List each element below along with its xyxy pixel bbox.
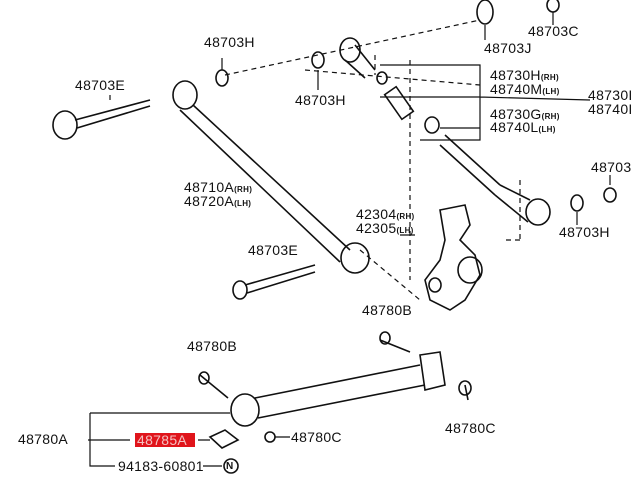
lh-suffix: (LH) xyxy=(538,125,556,134)
rh-suffix: (RH) xyxy=(541,112,560,121)
washer-48703h-b xyxy=(311,51,325,69)
lh-suffix: (LH) xyxy=(396,226,414,235)
label-48740l: 48740L(LH) xyxy=(490,120,556,137)
nut-48703c xyxy=(546,0,560,13)
label-48780b-a: 48780B xyxy=(362,302,413,318)
bolt-48703e-mid xyxy=(232,264,316,300)
n-mark: N xyxy=(226,461,234,472)
label-48703c: 48703C xyxy=(528,23,579,39)
lh-suffix: (LH) xyxy=(542,87,560,96)
leader-lines xyxy=(88,12,611,467)
label-48780c-b: 48780C xyxy=(445,420,496,436)
label-48703h-c: 48703H xyxy=(559,224,610,240)
n-mark-circle xyxy=(223,458,239,474)
washer-48703h-c xyxy=(570,194,584,212)
rh-suffix: (RH) xyxy=(234,185,253,194)
part-number: 48730G xyxy=(490,106,542,122)
rh-suffix: (RH) xyxy=(396,212,415,221)
part-number: 48740L xyxy=(490,119,539,135)
stopper-48785a xyxy=(208,429,240,449)
upper-arm-48730 xyxy=(339,37,551,226)
label-48780c-a: 48780C xyxy=(291,429,342,445)
small-bolts xyxy=(199,339,469,401)
part-number: 42304 xyxy=(356,206,397,222)
nut-48703 xyxy=(603,187,617,203)
part-number: 48740M xyxy=(490,81,543,97)
washer-48703j xyxy=(476,0,494,25)
knuckle-42304 xyxy=(424,204,483,311)
label-48703e-b: 48703E xyxy=(248,242,299,258)
label-48780b-b: 48780B xyxy=(187,338,238,354)
label-42305: 42305(LH) xyxy=(356,221,414,238)
washer-48703h-a xyxy=(215,69,229,87)
part-number: 48730H xyxy=(490,67,541,83)
label-48730-cut: 48730I xyxy=(588,87,633,103)
label-48785a-highlighted[interactable]: 48785A xyxy=(135,433,195,447)
label-48780a: 48780A xyxy=(18,431,69,447)
rod-48710a xyxy=(172,80,370,274)
label-48710a: 48710A(RH) xyxy=(184,180,252,197)
label-48703-r: 48703 xyxy=(591,159,632,175)
label-48703h-b: 48703H xyxy=(295,92,346,108)
label-48740m: 48740M(LH) xyxy=(490,82,560,99)
label-48730g: 48730G(RH) xyxy=(490,107,560,124)
part-number: 42305 xyxy=(356,220,397,236)
label-42304: 42304(RH) xyxy=(356,207,415,224)
rh-suffix: (RH) xyxy=(540,73,559,82)
part-number: 48710A xyxy=(184,179,235,195)
label-48740-cut: 48740I xyxy=(588,101,633,117)
lower-arm-48780a xyxy=(230,351,446,427)
label-48703e-a: 48703E xyxy=(75,77,126,93)
bolt-48703e-top xyxy=(52,99,151,140)
part-number: 48720A xyxy=(184,193,235,209)
label-48703j: 48703J xyxy=(484,40,532,56)
label-94183-60801: 94183-60801 xyxy=(118,458,204,474)
lh-suffix: (LH) xyxy=(234,199,252,208)
label-48720a: 48720A(LH) xyxy=(184,194,251,211)
label-48730h: 48730H(RH) xyxy=(490,68,559,85)
label-48703h-a: 48703H xyxy=(204,34,255,50)
